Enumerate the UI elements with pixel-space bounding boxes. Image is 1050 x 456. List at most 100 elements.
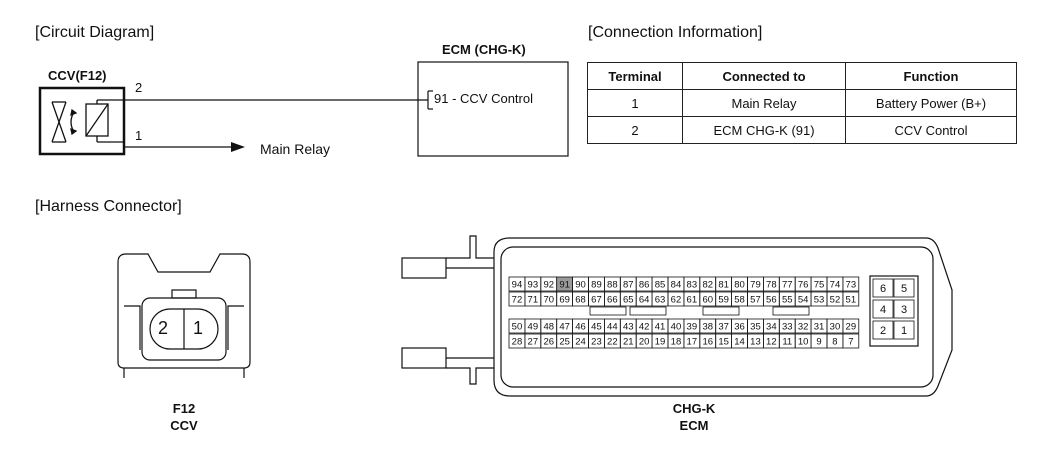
ecm-small-pin-cell: [872, 278, 894, 298]
ecm-small-pin-label: 4: [880, 304, 886, 316]
ecm-pin-label: 78: [766, 280, 777, 291]
ecm-pin-label: 42: [639, 322, 650, 333]
ecm-pin-label: 55: [782, 295, 793, 306]
ecm-pin-label: 60: [702, 295, 713, 306]
ecm-pin-label: 11: [782, 337, 792, 348]
ecm-caption-line2: ECM: [679, 418, 709, 433]
ecm-pin-label: 44: [607, 322, 618, 333]
table-cell: 1: [587, 89, 683, 117]
arrow-icon: [231, 142, 245, 152]
ecm-pin-label: 48: [543, 322, 554, 333]
ecm-pin-label: 75: [814, 280, 825, 291]
ecm-pin-label: 39: [687, 322, 698, 333]
ecm-pin-label: 38: [702, 322, 713, 333]
ecm-pin-label: 92: [543, 280, 554, 291]
ecm-small-pin-label: 6: [880, 283, 886, 295]
ecm-pin-label: 54: [798, 295, 809, 306]
ecm-key-tab: [772, 306, 810, 316]
ecm-pin-label: 35: [750, 322, 761, 333]
ecm-pin-label: 94: [512, 280, 523, 291]
table-row: 1 Main Relay Battery Power (B+): [587, 89, 1017, 117]
ecm-small-pin-label: 3: [901, 304, 907, 316]
f12-pin-2: 2: [158, 318, 169, 338]
ecm-pin-label: 13: [750, 337, 761, 348]
ecm-pin-label: 32: [798, 322, 809, 333]
table-cell: ECM CHG-K (91): [682, 116, 846, 144]
ecm-pin-label: 83: [687, 280, 698, 291]
ecm-pin-label: 34: [766, 322, 777, 333]
f12-caption: F12 CCV: [124, 400, 244, 434]
ecm-key-tab: [629, 306, 667, 316]
ecm-key-tab: [702, 306, 740, 316]
ecm-pin-label: 21: [623, 337, 634, 348]
ecm-pin-label: 47: [559, 322, 570, 333]
ecm-pin-label: 68: [575, 295, 586, 306]
ecm-pin-label: 29: [846, 322, 857, 333]
ecm-pin-label: 70: [543, 295, 554, 306]
ecm-pin-label: 88: [607, 280, 618, 291]
ecm-pin-label: 69: [559, 295, 570, 306]
ecm-pin-label: 19: [655, 337, 666, 348]
ecm-label: ECM (CHG-K): [442, 42, 526, 57]
ecm-pin-cell: [842, 276, 860, 292]
ecm-pin-label: 51: [846, 295, 857, 306]
ecm-pin-label: 91: [559, 280, 570, 291]
ccv-label: CCV(F12): [48, 68, 107, 83]
ecm-pin-label: 37: [718, 322, 729, 333]
ecm-pin-label: 41: [655, 322, 666, 333]
ecm-small-pin-cell: [872, 320, 894, 340]
connection-table: Terminal Connected to Function 1 Main Re…: [587, 62, 1017, 144]
ecm-pin-label: 15: [718, 337, 729, 348]
f12-pin-1: 1: [193, 318, 204, 338]
ecm-pin-label: 66: [607, 295, 618, 306]
ecm-key-tab: [589, 306, 627, 316]
ecm-pin-label: 93: [528, 280, 539, 291]
ecm-pin-label: 12: [766, 337, 777, 348]
table-header: Connected to: [682, 62, 846, 90]
ecm-pin-label: 46: [575, 322, 586, 333]
ecm-small-pin-label: 5: [901, 283, 907, 295]
ecm-box: [417, 61, 569, 157]
ecm-small-pin-cell: [893, 320, 915, 340]
ecm-pin-cell: [842, 291, 860, 307]
ecm-pin-label: 40: [671, 322, 682, 333]
f12-connector: [117, 253, 251, 378]
ecm-pin-label: 53: [814, 295, 825, 306]
ecm-pin-label: 61: [687, 295, 698, 306]
ecm-pin-label: 57: [750, 295, 761, 306]
ecm-pin-label: 59: [718, 295, 729, 306]
ecm-small-pin-label: 2: [880, 325, 886, 337]
ecm-pin-label: 80: [734, 280, 745, 291]
wire-pin-2: 2: [135, 80, 143, 95]
ecm-pin-label: 89: [591, 280, 602, 291]
ecm-pin-label: 49: [528, 322, 539, 333]
ecm-pin-label: 58: [734, 295, 745, 306]
ecm-caption: CHG-K ECM: [634, 400, 754, 434]
ecm-pin-label: 72: [512, 295, 523, 306]
section-title-harness: [Harness Connector]: [35, 198, 182, 215]
ecm-pin-cell: [842, 333, 860, 349]
table-header: Function: [845, 62, 1017, 90]
table-cell: Battery Power (B+): [845, 89, 1017, 117]
ecm-connector: [401, 235, 953, 397]
ecm-pin-label: 45: [591, 322, 602, 333]
section-title-connection: [Connection Information]: [588, 24, 763, 41]
ecm-pin-label: 23: [591, 337, 602, 348]
ecm-pin-label: 10: [798, 337, 809, 348]
ecm-pin-label: 73: [846, 280, 857, 291]
ecm-pin-label: 9: [816, 337, 821, 348]
ecm-pin-label: 22: [607, 337, 618, 348]
ecm-pin-label: 87: [623, 280, 634, 291]
ecm-pin-label: 82: [702, 280, 713, 291]
ecm-pin-label: 86: [639, 280, 650, 291]
ecm-pin-label: 50: [512, 322, 523, 333]
ecm-pin-label: 20: [639, 337, 650, 348]
ecm-pin-cell: [842, 318, 860, 334]
ecm-pin-label: 85: [655, 280, 666, 291]
ecm-pin-label: 84: [671, 280, 682, 291]
ecm-pin-label: 16: [702, 337, 713, 348]
ecm-pin-label: 36: [734, 322, 745, 333]
ecm-pin-label: 30: [830, 322, 841, 333]
ecm-pin-label: 25: [559, 337, 570, 348]
table-header-row: Terminal Connected to Function: [587, 62, 1017, 90]
